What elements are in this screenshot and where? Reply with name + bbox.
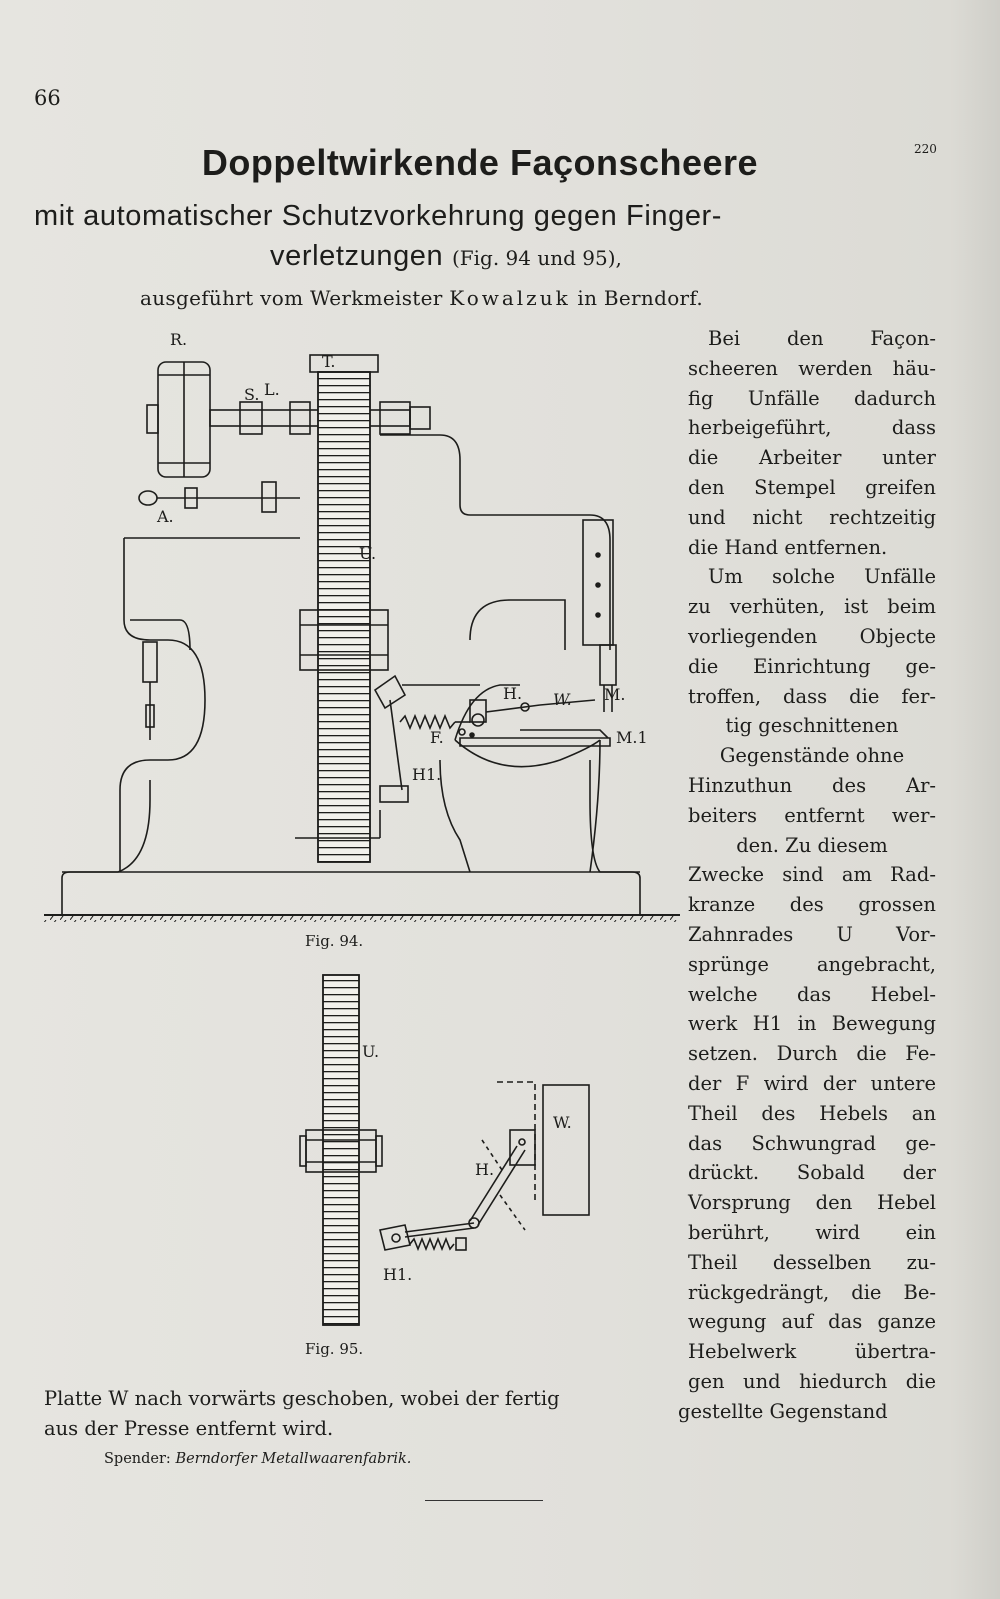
label-U: U.: [359, 544, 377, 563]
byline: ausgeführt vom Werkmeister Kowalzuk in B…: [140, 286, 703, 310]
label-H-fig95: H.: [475, 1160, 495, 1179]
text-line: die Arbeiter unter: [688, 446, 936, 470]
bottom-text-line-1: Platte W nach vorwärts geschoben, wobei …: [44, 1387, 560, 1410]
text-line: fig Unfälle dadurch: [688, 386, 936, 410]
page-title: Doppeltwirkende Façonscheere: [201, 142, 759, 183]
donor-name: Berndorfer Metallwaarenfabrik.: [175, 1451, 412, 1467]
text-line: drückt. Sobald der: [688, 1161, 936, 1185]
text-line: gestellte Gegenstand: [678, 1399, 888, 1423]
text-line: vorliegenden Objecte: [688, 624, 936, 648]
byline-suffix: in Berndorf.: [577, 286, 704, 310]
subtitle-line-2: verletzungen (Fig. 94 und 95),: [270, 240, 622, 273]
text-line: Theil desselben zu-: [688, 1250, 936, 1274]
closing-rule: [425, 1500, 543, 1501]
text-line: Theil des Hebels an: [688, 1101, 936, 1125]
corner-number: 220: [914, 142, 937, 156]
label-W: W.: [553, 690, 572, 709]
figure-reference: (Fig. 94 und 95),: [451, 246, 622, 270]
text-line: wegung auf das ganze: [688, 1310, 936, 1334]
text-line: der F wird der untere: [688, 1071, 936, 1095]
label-H1-fig95: H1.: [383, 1265, 413, 1284]
bottom-text-line-2: aus der Presse entfernt wird.: [44, 1417, 334, 1440]
byline-name: Kowalzuk: [449, 286, 571, 310]
text-line: Vorsprung den Hebel: [688, 1191, 936, 1215]
text-line: den Stempel greifen: [688, 475, 936, 499]
text-line: sprünge angebracht,: [688, 952, 936, 976]
text-line: Gegenstände ohne: [719, 744, 905, 768]
text-line: herbeigeführt, dass: [688, 416, 936, 440]
subtitle-word: verletzungen: [270, 240, 444, 272]
text-line: zu verhüten, ist beim: [688, 595, 936, 619]
text-line: die Hand entfernen.: [688, 535, 888, 559]
text-line: tig geschnittenen: [725, 714, 899, 738]
text-line: kranze des grossen: [688, 893, 936, 917]
figure-94-caption: Fig. 94.: [305, 932, 364, 950]
donor-label: Spender:: [104, 1451, 171, 1467]
page-number: 66: [34, 86, 61, 110]
subtitle-line-1: mit automatischer Schutzvorkehrung gegen…: [34, 200, 723, 232]
figure-94-drawing: [44, 354, 680, 922]
label-H: H.: [503, 684, 523, 703]
text-line: welche das Hebel-: [688, 982, 936, 1006]
text-line: die Einrichtung ge-: [688, 654, 936, 678]
figure-95-caption: Fig. 95.: [305, 1340, 364, 1358]
figure-95-drawing: [299, 974, 590, 1326]
text-line: und nicht rechtzeitig: [688, 505, 936, 529]
donor-credit: Spender: Berndorfer Metallwaarenfabrik.: [104, 1451, 411, 1467]
text-line: werk H1 in Bewegung: [688, 1012, 936, 1036]
byline-prefix: ausgeführt vom Werkmeister: [140, 286, 443, 310]
text-column: Bei den Façon- scheeren werden häu- fig …: [678, 324, 936, 1426]
label-T: T.: [322, 352, 336, 371]
text-line: Zwecke sind am Rad-: [688, 863, 936, 887]
text-line: Hinzuthun des Ar-: [688, 773, 936, 797]
text-line: den. Zu diesem: [736, 833, 888, 857]
label-A: A.: [157, 507, 174, 526]
text-line: scheeren werden häu-: [688, 356, 936, 380]
label-U-fig95: U.: [362, 1042, 380, 1061]
text-line: gen und hiedurch die: [688, 1369, 936, 1393]
label-H1: H1.: [412, 765, 442, 784]
text-line: rückgedrängt, die Be-: [688, 1280, 936, 1304]
text-line: beiters entfernt wer-: [688, 803, 936, 827]
text-line: Bei den Façon-: [708, 327, 936, 350]
label-L: L.: [264, 380, 280, 399]
text-line: Hebelwerk übertra-: [688, 1340, 936, 1364]
text-line: troffen, dass die fer-: [688, 684, 936, 708]
text-line: das Schwungrad ge-: [688, 1131, 936, 1155]
label-M: M.: [604, 685, 626, 704]
text-line: berührt, wird ein: [688, 1220, 936, 1244]
label-F: F.: [430, 728, 444, 747]
text-line: setzen. Durch die Fe-: [688, 1042, 936, 1066]
label-S: S.: [244, 385, 260, 404]
label-W-fig95: W.: [553, 1113, 572, 1132]
label-R: R.: [170, 330, 188, 349]
text-line: Um solche Unfälle: [708, 565, 936, 589]
text-line: Zahnrades U Vor-: [688, 922, 936, 946]
label-M1: M.1: [616, 728, 648, 747]
